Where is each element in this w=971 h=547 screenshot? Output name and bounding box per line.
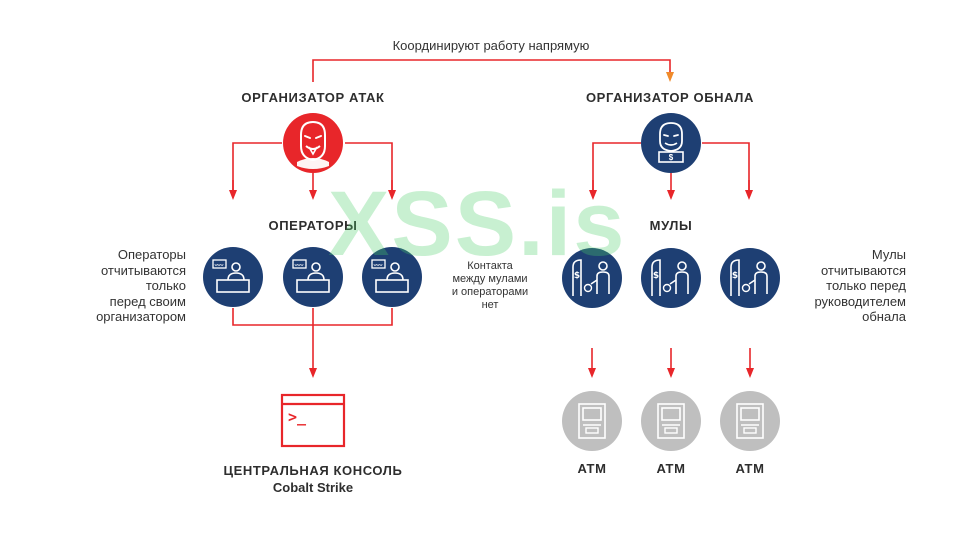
operators-title: ОПЕРАТОРЫ (268, 218, 358, 233)
atm-label: ATM (577, 461, 607, 476)
atm-icon (720, 391, 780, 451)
cash-badge-text: $ (668, 153, 674, 162)
mule-cashout-icon: $ (562, 248, 622, 308)
atm-label: ATM (656, 461, 686, 476)
svg-text:$: $ (574, 271, 580, 281)
console-prompt: >_ (288, 408, 307, 426)
atm-icon (562, 391, 622, 451)
cash-organizer-title: ОРГАНИЗАТОР ОБНАЛА (585, 90, 755, 105)
mules-title: МУЛЫ (649, 218, 693, 233)
cash-to-mules-branch (592, 142, 750, 193)
coordination-connector (312, 59, 674, 82)
operator-screen-label: www (373, 262, 383, 267)
atm-icon (641, 391, 701, 451)
mule-cashout-icon: $ (641, 248, 701, 308)
operators-note: Операторы отчитываются только перед свои… (96, 247, 186, 324)
mules-note: Мулы отчитываются только перед руководит… (814, 247, 906, 324)
mule-cashout-icon: $ (720, 248, 780, 308)
attack-to-operators-branch (232, 142, 393, 193)
no-contact-note: Контакта между мулами и операторами нет (451, 260, 529, 311)
hacker-mask-icon (283, 113, 343, 173)
operator-workstation-icon (283, 247, 343, 307)
cash-organizer-icon (641, 113, 701, 173)
console-subtitle: Cobalt Strike (272, 480, 354, 495)
attack-organizer-title: ОРГАНИЗАТОР АТАК (241, 90, 385, 105)
svg-text:$: $ (653, 271, 659, 281)
atm-label: ATM (735, 461, 765, 476)
watermark-text: XSS.is (328, 173, 627, 275)
svg-text:$: $ (732, 271, 738, 281)
operator-screen-label: www (294, 262, 304, 267)
console-title: ЦЕНТРАЛЬНАЯ КОНСОЛЬ (223, 463, 403, 478)
terminal-console-icon (280, 393, 346, 448)
operator-screen-label: www (214, 262, 224, 267)
coordination-label: Координируют работу напрямую (392, 38, 590, 53)
operator-workstation-icon (203, 247, 263, 307)
operator-workstation-icon (362, 247, 422, 307)
operators-to-console-bus (232, 308, 393, 326)
